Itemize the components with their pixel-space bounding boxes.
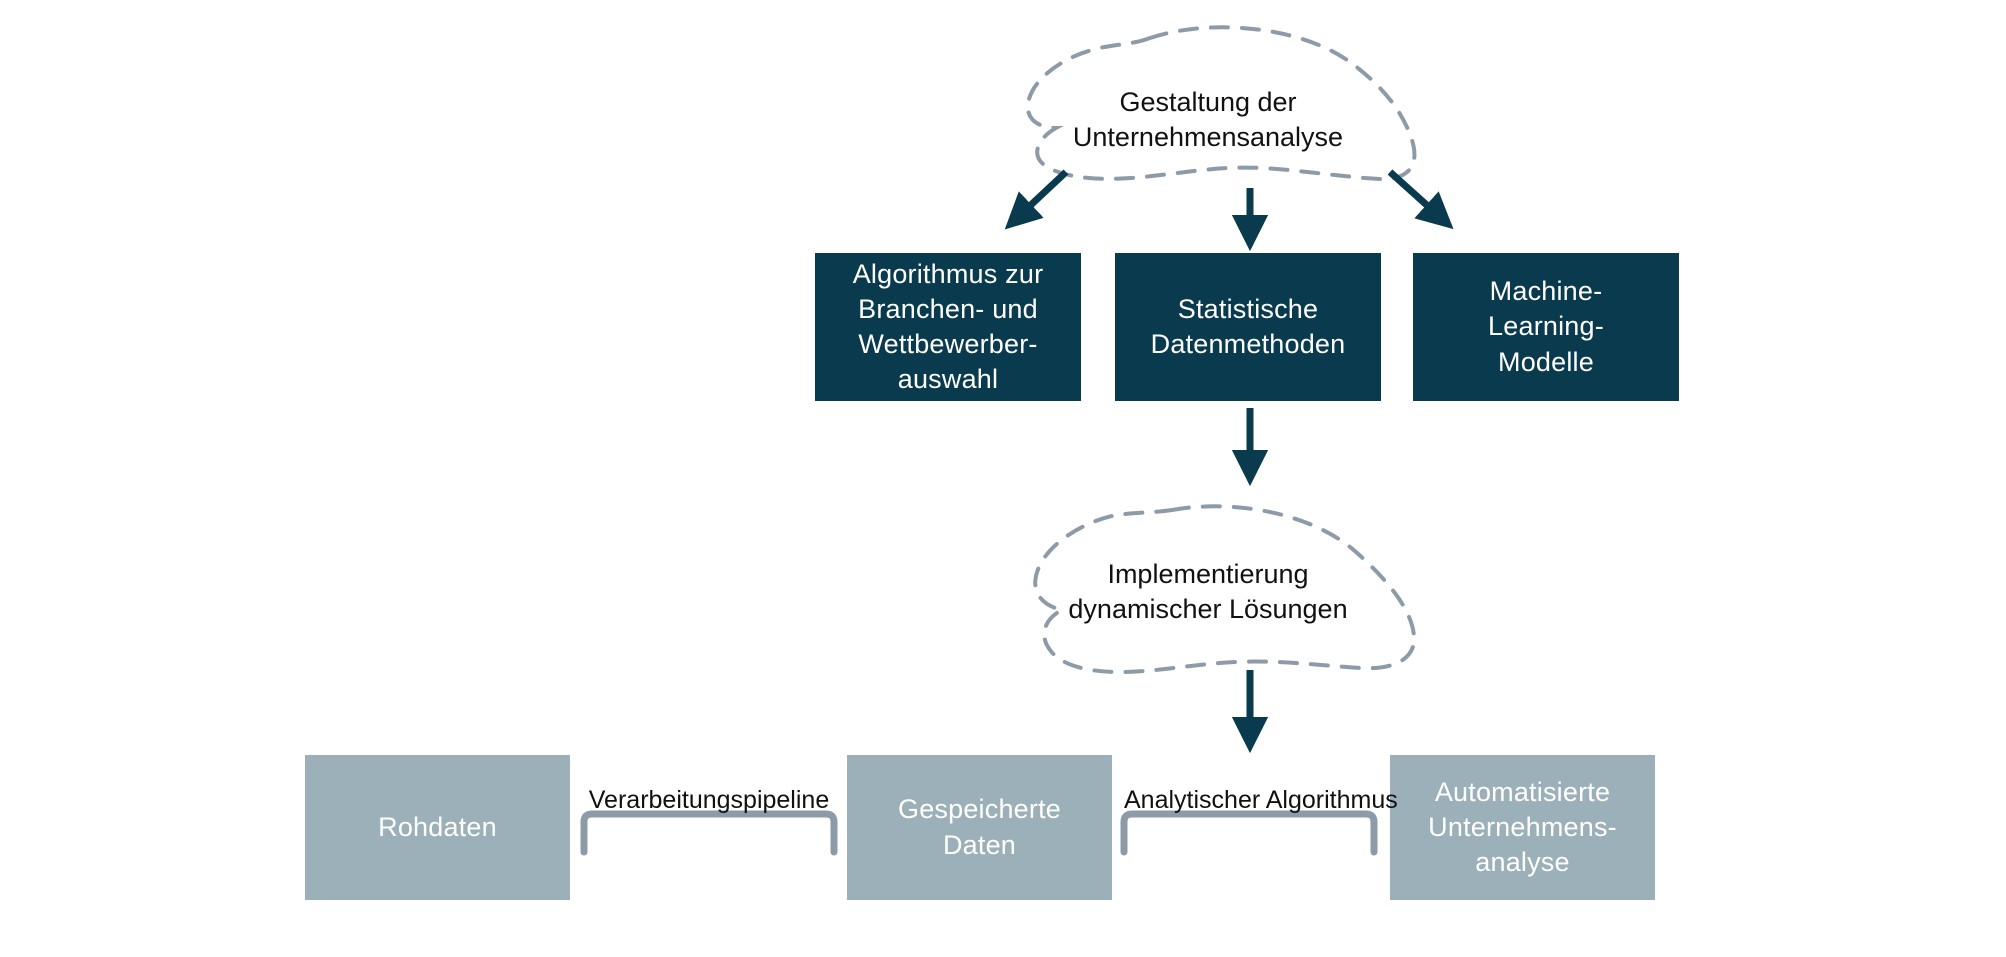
box-statistical-methods[interactable]: Statistische Datenmethoden bbox=[1115, 253, 1381, 401]
bracket-processing-pipeline-shape bbox=[580, 810, 838, 856]
bracket-label-analytical-algorithm: Analytischer Algorithmus bbox=[1124, 786, 1398, 814]
box-stored-data-label: Gespeicherte Daten bbox=[898, 794, 1061, 860]
arrow-cloud-to-ml bbox=[1387, 169, 1454, 230]
box-ml-models-label: Machine- Learning- Modelle bbox=[1488, 276, 1604, 377]
box-automated-analysis-label: Automatisierte Unternehmens- analyse bbox=[1428, 776, 1617, 878]
box-statistical-methods-label: Statistische Datenmethoden bbox=[1150, 293, 1346, 359]
bracket-analytical-algorithm-shape bbox=[1120, 810, 1378, 856]
box-automated-analysis[interactable]: Automatisierte Unternehmens- analyse bbox=[1390, 755, 1655, 900]
box-algorithm-selection[interactable]: Algorithmus zur Branchen- und Wettbewerb… bbox=[815, 253, 1081, 401]
box-stored-data[interactable]: Gespeicherte Daten bbox=[847, 755, 1112, 900]
box-raw-data-label: Rohdaten bbox=[378, 811, 497, 842]
box-ml-models[interactable]: Machine- Learning- Modelle bbox=[1413, 253, 1679, 401]
box-raw-data[interactable]: Rohdaten bbox=[305, 755, 570, 900]
bracket-label-processing-pipeline: Verarbeitungspipeline bbox=[588, 786, 830, 814]
cloud-label-implementation: Implementierung dynamischer Lösungen bbox=[1068, 559, 1348, 625]
box-algorithm-selection-label: Algorithmus zur Branchen- und Wettbewerb… bbox=[852, 258, 1044, 395]
cloud-label-design: Gestaltung der Unternehmensanalyse bbox=[1072, 87, 1344, 153]
arrow-cloud-to-algorithm bbox=[1004, 169, 1069, 230]
